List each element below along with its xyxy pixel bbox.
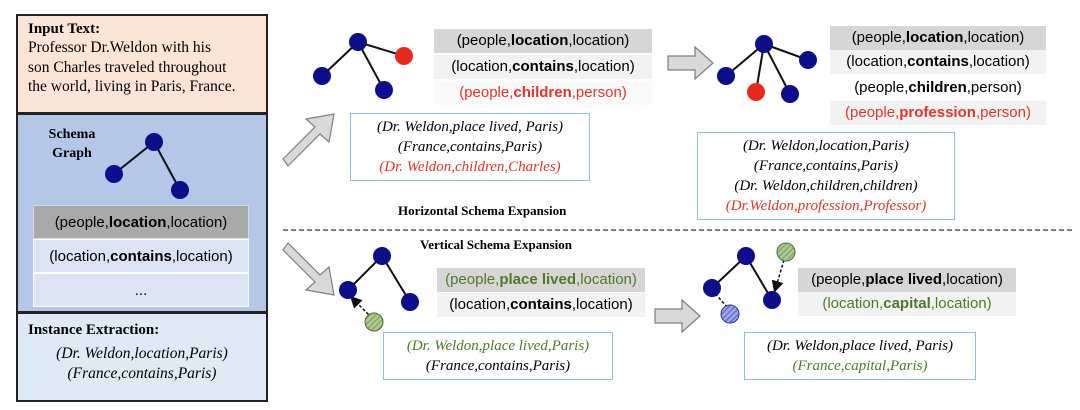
vertical-step2-graph [703,242,796,324]
horizontal-expansion-label: Horizontal Schema Expansion [398,203,567,218]
hatched-graph-node [364,312,384,332]
instance-extraction-body: (Dr. Weldon,location,Paris) (France,cont… [28,344,256,384]
fact-line: (France,contains,Paris) [425,358,571,374]
schema-relation-row: ... [33,273,249,307]
vertical-expansion-label: Vertical Schema Expansion [420,237,572,252]
fact-line: (Dr. Weldon,place lived, Paris) [766,338,954,354]
input-text-panel: Input Text: Professor Dr.Weldon with his… [16,14,268,114]
relation-row: (people,children,person) [830,76,1046,100]
expansion-arrow [667,45,714,81]
graph-node [703,279,721,297]
expansion-arrow [654,298,701,334]
graph-node [755,35,773,53]
new-graph-node [395,47,413,65]
instance-line: (France,contains,Paris) [67,365,217,382]
schema-node [145,133,163,151]
graph-node [373,247,391,265]
horizontal-step1-graph [313,33,413,99]
input-text-title: Input Text: [28,21,101,37]
schema-title-line: Graph [52,146,92,161]
new-graph-node [747,83,765,101]
extracted-facts-box: (Dr. Weldon,place lived, Paris) (France,… [350,113,590,181]
schema-relation-row: (people,location,location) [33,205,249,239]
schema-relation-row: (location,contains,location) [33,239,249,273]
relation-row: (people,place lived,location) [798,268,1016,292]
hatched-graph-node [720,304,740,324]
input-text-body: Professor Dr.Weldon with his son Charles… [28,38,256,97]
schema-node [171,181,189,199]
fact-line: (Dr. Weldon,place lived, Paris) [376,119,564,135]
expansion-arrow [282,242,335,296]
schema-relation-table: (people,location,location) (location,con… [33,205,249,307]
relation-row: (location,contains,location) [830,50,1046,74]
new-relation-row: (people,profession,person) [830,101,1046,125]
schema-graph-panel: Schema Graph (people,location,location) … [16,113,268,313]
schema-node [105,165,123,183]
new-fact-line: (Dr. Weldon,children,Charles) [379,159,561,175]
relation-row: (people,location,location) [434,29,652,53]
schema-graph-title: Schema Graph [46,125,98,163]
horizontal-step2-graph [717,35,817,103]
graph-node [781,85,799,103]
instance-extraction-title: Instance Extraction: [28,322,160,338]
input-text-line: son Charles traveled throughout [28,58,227,76]
instance-extraction-panel: Instance Extraction: (Dr. Weldon,locatio… [16,312,268,402]
new-relation-row: (location,capital,location) [798,292,1016,316]
schema-graph-tree [105,133,189,199]
relation-row: (people,location,location) [830,26,1046,50]
graph-node [763,291,781,309]
graph-node [717,67,735,85]
new-fact-line: (France,capital,Paris) [792,358,928,374]
relation-row: (location,contains,location) [437,293,645,317]
hatched-graph-node [776,242,796,262]
new-relation-row: (people,children,person) [434,81,652,105]
schema-title-line: Schema [48,127,96,142]
input-text-line: Professor Dr.Weldon with his [28,39,212,56]
input-text-line: the world, living in Paris, France. [28,78,236,95]
vertical-step1-graph [339,247,419,332]
expansion-arrow [282,113,335,167]
new-fact-line: (Dr.Weldon,profession,Professor) [725,198,927,214]
graph-node [313,67,331,85]
graph-node [339,281,357,299]
extracted-facts-box: (Dr. Weldon,place lived, Paris) (France,… [744,332,976,380]
graph-node [349,33,367,51]
fact-line: (Dr. Weldon,children,children) [734,178,918,194]
fact-line: (France,contains,Paris) [753,158,899,174]
graph-node [737,247,755,265]
fact-line: (France,contains,Paris) [397,139,543,155]
extracted-facts-box: (Dr. Weldon,place lived,Paris) (France,c… [383,332,613,380]
relation-row: (location,contains,location) [434,55,652,79]
new-fact-line: (Dr. Weldon,place lived,Paris) [406,338,590,354]
instance-line: (Dr. Weldon,location,Paris) [56,345,228,362]
fact-line: (Dr. Weldon,location,Paris) [742,138,910,154]
graph-node [375,81,393,99]
new-relation-row: (people,place lived,location) [437,268,645,292]
graph-node [799,51,817,69]
graph-node [401,293,419,311]
extracted-facts-box: (Dr. Weldon,location,Paris) (France,cont… [697,132,955,220]
